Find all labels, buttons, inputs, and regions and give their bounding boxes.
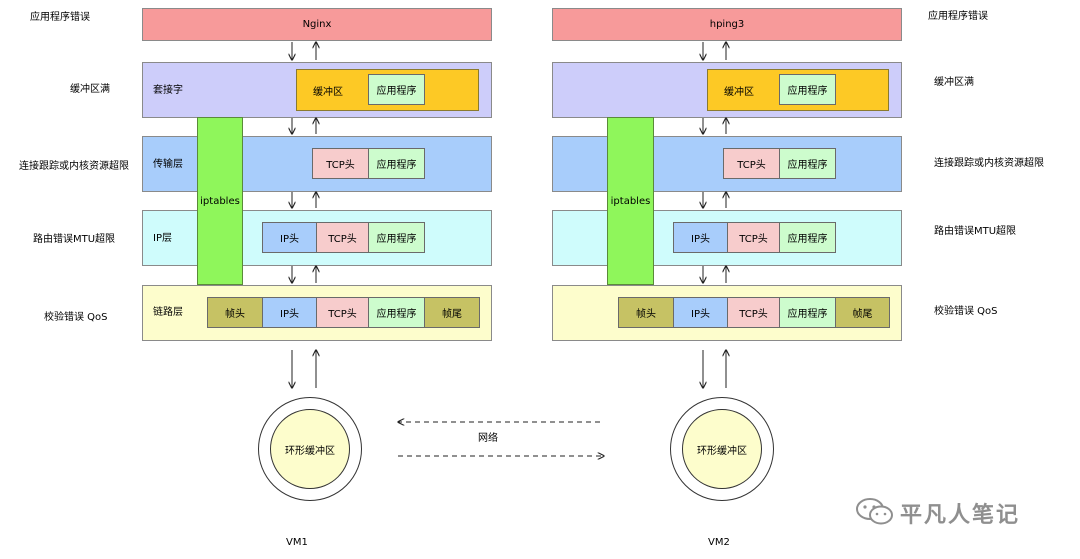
vm1-buffer-label: 缓冲区 <box>313 86 343 98</box>
vm2-link-ip-text: IP头 <box>691 309 710 320</box>
vm2-iptables-bar: iptables <box>607 117 654 285</box>
vm2-ip-app-cell: 应用程序 <box>779 222 836 253</box>
vm1-ip-tcp-cell: TCP头 <box>316 222 369 253</box>
vm2-link-frame-head-cell: 帧头 <box>618 297 674 328</box>
vm1-ip-app-text: 应用程序 <box>376 234 417 245</box>
vm2-ip-app-text: 应用程序 <box>787 234 828 245</box>
label-buffer-full-right: 缓冲区满 <box>934 77 974 88</box>
vm2-label: VM2 <box>708 537 730 548</box>
vm2-ring-buffer-inner: 环形缓冲区 <box>682 409 762 489</box>
vm1-link-frame-head-text: 帧头 <box>225 309 245 320</box>
vm1-iptables-bar: iptables <box>197 117 243 285</box>
vm1-socket-layer-label: 套接字 <box>153 85 183 96</box>
vm2-transport-tcp-cell: TCP头 <box>723 148 780 179</box>
vm1-transport-layer-label: 传输层 <box>153 159 183 170</box>
label-buffer-full-left: 缓冲区满 <box>70 84 110 95</box>
vm1-app-layer: Nginx <box>142 8 492 41</box>
label-checksum-qos-left: 校验错误 QoS <box>44 312 108 323</box>
label-app-error-right: 应用程序错误 <box>928 11 988 22</box>
vm2-link-frame-tail-cell: 帧尾 <box>835 297 890 328</box>
vm2-app-layer: hping3 <box>552 8 902 41</box>
label-conntrack-left: 连接跟踪或内核资源超限 <box>19 161 129 172</box>
vm2-ip-tcp-text: TCP头 <box>739 234 768 245</box>
vm1-buffer-app-text: 应用程序 <box>376 86 417 97</box>
vm1-ring-buffer: 环形缓冲区 <box>258 397 362 501</box>
vm1-link-tcp-text: TCP头 <box>328 309 357 320</box>
vm2-link-frame-head-text: 帧头 <box>636 309 656 320</box>
vm1-ip-app-cell: 应用程序 <box>368 222 425 253</box>
vm1-link-layer-label: 链路层 <box>153 307 183 318</box>
vm1-link-ip-text: IP头 <box>280 309 299 320</box>
vm2-ip-ip-cell: IP头 <box>673 222 728 253</box>
vm1-link-tcp-cell: TCP头 <box>316 297 369 328</box>
vm1-ip-ip-text: IP头 <box>280 234 299 245</box>
vm1-link-frame-head-cell: 帧头 <box>207 297 263 328</box>
vm1-label: VM1 <box>286 537 308 548</box>
vm2-app-name: hping3 <box>709 19 745 30</box>
vm2-buffer-app-text: 应用程序 <box>787 86 828 97</box>
vm2-buffer-label: 缓冲区 <box>724 86 754 98</box>
network-label: 网络 <box>478 433 498 444</box>
vm2-iptables-text: iptables <box>610 195 651 207</box>
vm1-buffer-app-cell: 应用程序 <box>368 74 425 105</box>
vm1-app-name: Nginx <box>302 19 332 30</box>
vm2-transport-app-text: 应用程序 <box>787 160 828 171</box>
vm2-transport-app-cell: 应用程序 <box>779 148 836 179</box>
label-conntrack-right: 连接跟踪或内核资源超限 <box>934 158 1044 169</box>
vm1-transport-tcp-text: TCP头 <box>326 160 355 171</box>
vm1-link-ip-cell: IP头 <box>262 297 317 328</box>
vm2-ip-ip-text: IP头 <box>691 234 710 245</box>
vm1-ip-ip-cell: IP头 <box>262 222 317 253</box>
vm1-iptables-text: iptables <box>200 195 240 207</box>
watermark-text: 平凡人笔记 <box>900 503 1021 528</box>
vm2-link-app-text: 应用程序 <box>787 309 828 320</box>
vm2-link-tcp-cell: TCP头 <box>727 297 780 328</box>
vm1-ring-buffer-label: 环形缓冲区 <box>285 445 335 457</box>
vm2-link-app-cell: 应用程序 <box>779 297 836 328</box>
vm1-link-app-text: 应用程序 <box>376 309 417 320</box>
vm2-ring-buffer: 环形缓冲区 <box>670 397 774 501</box>
label-checksum-qos-right: 校验错误 QoS <box>934 306 998 317</box>
label-route-mtu-left: 路由错误MTU超限 <box>33 234 116 245</box>
vm2-link-ip-cell: IP头 <box>673 297 728 328</box>
label-app-error-left: 应用程序错误 <box>30 12 90 23</box>
vm2-link-frame-tail-text: 帧尾 <box>852 309 873 320</box>
vm1-ip-layer-label: IP层 <box>153 233 172 244</box>
vm2-transport-tcp-text: TCP头 <box>737 160 766 171</box>
vm2-ip-tcp-cell: TCP头 <box>727 222 780 253</box>
vm2-link-tcp-text: TCP头 <box>739 309 768 320</box>
vm1-ip-tcp-text: TCP头 <box>328 234 357 245</box>
wechat-icon <box>855 497 895 527</box>
vm1-link-frame-tail-cell: 帧尾 <box>424 297 480 328</box>
vm2-buffer-app-cell: 应用程序 <box>779 74 836 105</box>
label-route-mtu-right: 路由错误MTU超限 <box>934 226 1017 237</box>
vm2-ring-buffer-label: 环形缓冲区 <box>697 445 747 457</box>
vm1-ring-buffer-inner: 环形缓冲区 <box>270 409 350 489</box>
vm1-transport-app-text: 应用程序 <box>376 160 417 171</box>
vm1-link-frame-tail-text: 帧尾 <box>442 309 462 320</box>
vm1-transport-app-cell: 应用程序 <box>368 148 425 179</box>
